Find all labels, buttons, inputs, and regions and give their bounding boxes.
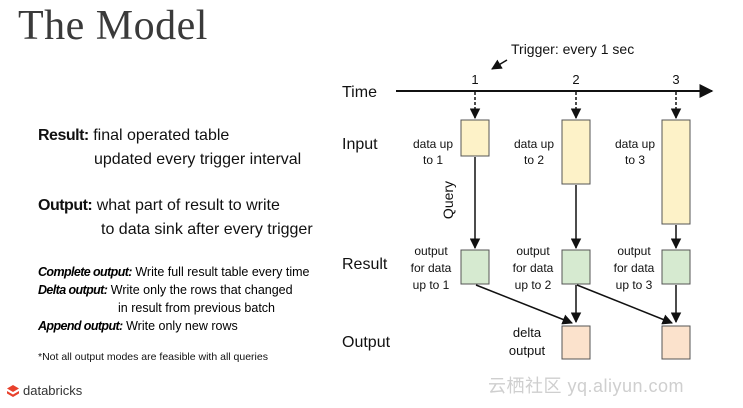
input-box-3 xyxy=(661,119,691,225)
input-label-3b: to 3 xyxy=(625,153,645,167)
result-label-3b: for data xyxy=(614,261,655,275)
output-definition: Output: what part of result to write xyxy=(38,197,280,215)
tick-label-2: 2 xyxy=(572,72,579,87)
row-label-input: Input xyxy=(342,136,378,153)
delta-output-label-a: delta xyxy=(513,325,542,340)
page-title: The Model xyxy=(18,3,208,49)
input-box-2 xyxy=(561,119,591,185)
result-desc-1: final operated table xyxy=(93,127,230,144)
tick-label-3: 3 xyxy=(672,72,679,87)
result-box-3 xyxy=(661,249,691,285)
input-label-3a: data up xyxy=(615,137,655,151)
result-box-1 xyxy=(460,249,490,285)
tick-label-1: 1 xyxy=(471,72,478,87)
input-label-2a: data up xyxy=(514,137,554,151)
delta-mode: Delta output: Write only the rows that c… xyxy=(38,283,293,297)
result-definition: Result: final operated table xyxy=(38,127,229,145)
result-term: Result: xyxy=(38,127,89,144)
output-desc-2: to data sink after every trigger xyxy=(101,221,313,238)
output-term: Output: xyxy=(38,197,93,214)
trigger-pointer xyxy=(491,59,508,70)
delta-term: Delta output: xyxy=(38,283,108,297)
databricks-mark-icon xyxy=(7,384,19,397)
result-label-1b: for data xyxy=(411,261,452,275)
delta-desc-1: Write only the rows that changed xyxy=(110,283,293,297)
result-label-2b: for data xyxy=(513,261,554,275)
delta-output-label-b: output xyxy=(509,343,546,358)
databricks-logo: databricks xyxy=(6,383,82,398)
result-label-3a: output xyxy=(617,244,651,258)
input-label-2b: to 2 xyxy=(524,153,544,167)
output-desc-1: what part of result to write xyxy=(96,197,280,214)
result-box-2 xyxy=(561,249,591,285)
result-label-1a: output xyxy=(414,244,448,258)
output-box-2 xyxy=(561,325,591,360)
output-box-3 xyxy=(661,325,691,360)
row-label-time: Time xyxy=(342,84,377,101)
input-box-1 xyxy=(460,119,490,157)
query-label: Query xyxy=(440,181,456,219)
input-label-1b: to 1 xyxy=(423,153,443,167)
complete-mode: Complete output: Write full result table… xyxy=(38,265,309,279)
result-label-1c: up to 1 xyxy=(413,278,450,292)
complete-desc: Write full result table every time xyxy=(135,265,310,279)
result-desc-2: updated every trigger interval xyxy=(94,151,302,168)
row-label-output: Output xyxy=(342,334,391,351)
trigger-label: Trigger: every 1 sec xyxy=(511,41,634,57)
watermark: 云栖社区 yq.aliyun.com xyxy=(488,376,685,396)
delta-arrow-2-to-3 xyxy=(576,284,673,325)
brand-name: databricks xyxy=(23,383,83,398)
result-label-2a: output xyxy=(516,244,550,258)
footnote: *Not all output modes are feasible with … xyxy=(38,351,268,363)
result-label-2c: up to 2 xyxy=(515,278,552,292)
delta-arrow-1-to-2 xyxy=(475,284,573,325)
complete-term: Complete output: xyxy=(38,265,132,279)
row-label-result: Result xyxy=(342,256,388,273)
append-desc: Write only new rows xyxy=(126,319,238,333)
input-label-1a: data up xyxy=(413,137,453,151)
delta-desc-2: in result from previous batch xyxy=(118,301,276,315)
result-label-3c: up to 3 xyxy=(616,278,653,292)
append-term: Append output: xyxy=(38,319,123,333)
append-mode: Append output: Write only new rows xyxy=(38,319,238,333)
